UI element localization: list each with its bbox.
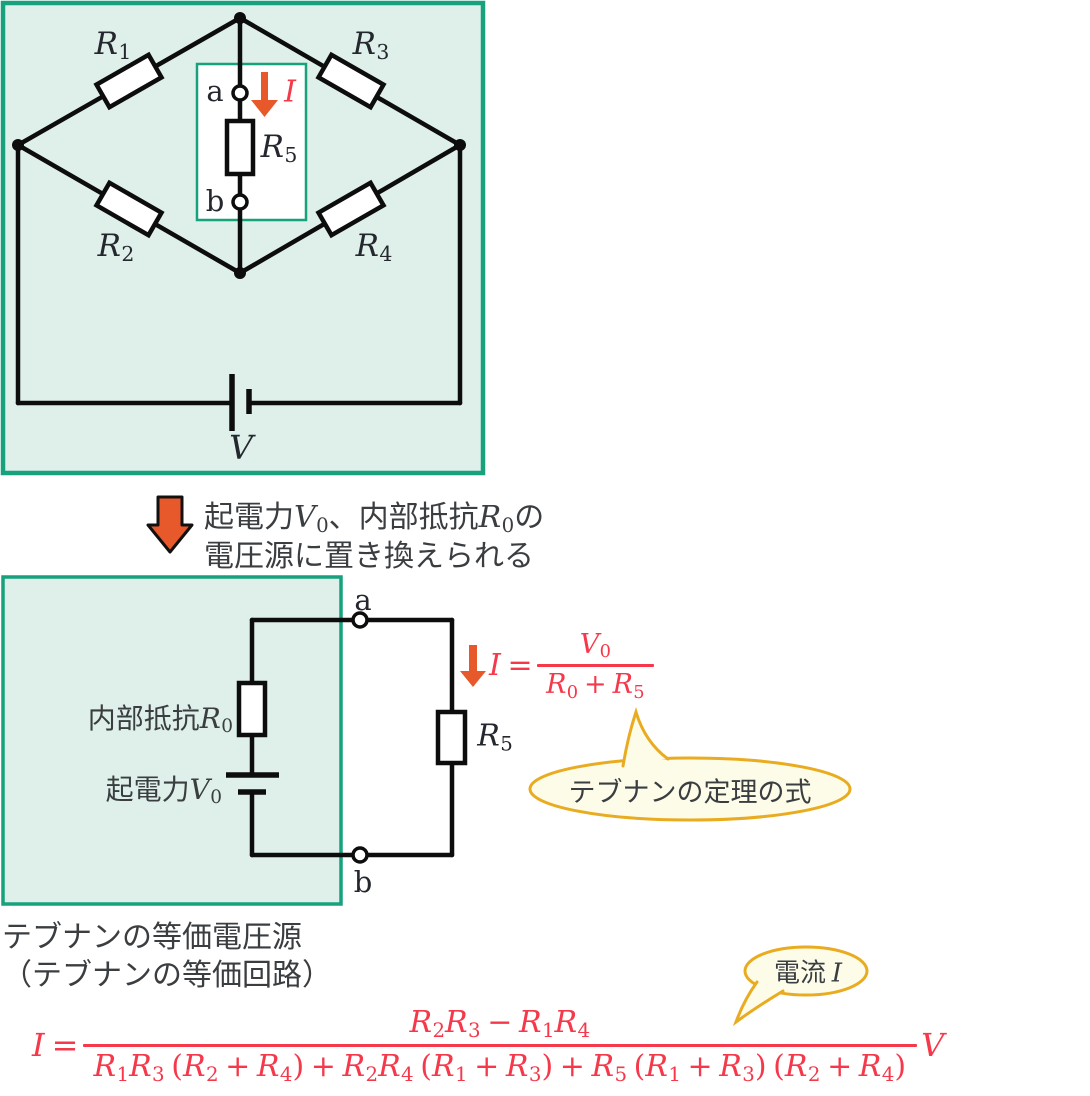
thevenin-formula: I = V0 R0 + R5 [489,629,658,703]
resistor-r1 [93,51,165,111]
thevenin-formula-numerator: V0 [579,629,611,663]
current-bubble-label: 電流 I [773,957,843,989]
equivalent-caption: テブナンの等価電圧源 （テブナンの等価回路） [2,919,332,995]
main-formula: I = R2R3 − R1R4 R1R3 (R2 + R4) + R2R4 (R… [32,1005,944,1086]
label-current-i: I [284,74,296,110]
label-r4: R4 [355,228,393,266]
fraction-bar [82,1043,917,1047]
theorem-bubble-ellipse [528,756,852,822]
label-node-b: b [205,184,225,218]
label-emf: 起電力V0 [105,773,222,809]
current-bubble-ellipse [743,945,869,997]
equivalent-caption-line2: （テブナンの等価回路） [2,959,332,992]
junction-dots [12,12,466,279]
label-r5-2: R5 [477,718,513,756]
main-formula-rhs: V [921,1026,945,1065]
label-r2: R2 [97,228,135,266]
label-r5: R5 [260,129,298,167]
main-formula-numerator: R2R3 − R1R4 [409,1005,591,1042]
bridge-resistors [93,51,387,239]
transition-text-line2: 電圧源に置き換えられる [204,540,534,573]
fraction-bar [536,664,655,668]
label-internal-resistance: 内部抵抗R0 [87,702,233,738]
bridge-wires [15,15,463,406]
main-formula-fraction: R2R3 − R1R4 R1R3 (R2 + R4) + R2R4 (R1 + … [82,1005,917,1086]
thevenin-formula-lhs: I = [489,648,533,684]
equivalent-circuit-figure [1,575,486,906]
transition-arrow-icon [146,495,194,554]
terminal-b [231,193,249,211]
current-arrow-icon-2 [460,645,486,687]
bridge-circuit-figure [0,0,486,476]
resistor-r5 [224,118,256,177]
terminal-a-equivalent [351,611,369,629]
label-r1: R1 [94,26,132,64]
thevenin-formula-fraction: V0 R0 + R5 [536,629,655,703]
theorem-bubble-label: テブナンの定理の式 [568,777,812,808]
label-node-a-2: a [354,583,372,617]
main-formula-lhs: I = [32,1026,79,1065]
theorem-bubble-tail [623,712,668,766]
thevenin-formula-denominator: R0 + R5 [546,669,645,703]
resistor-r4 [315,179,387,239]
transition-text-line1: 起電力V0、内部抵抗R0の [204,500,545,537]
current-arrow-icon [251,72,278,117]
equivalent-caption-line1: テブナンの等価電圧源 [2,921,302,954]
terminal-b-equivalent [351,846,369,864]
resistor-r3 [315,51,387,111]
equivalent-source-box [1,575,343,906]
resistor-r2 [93,179,165,239]
current-bubble [732,945,869,1027]
terminal-a [231,84,249,102]
resistor-r5-equivalent [435,709,468,766]
label-node-a: a [206,74,224,108]
label-node-b-2: b [353,865,373,899]
label-r3: R3 [352,26,390,64]
theorem-bubble [528,707,852,822]
main-formula-denominator: R1R3 (R2 + R4) + R2R4 (R1 + R3) + R5 (R1… [93,1048,907,1086]
label-source-v: V [229,427,253,467]
resistor-r0 [236,680,268,738]
